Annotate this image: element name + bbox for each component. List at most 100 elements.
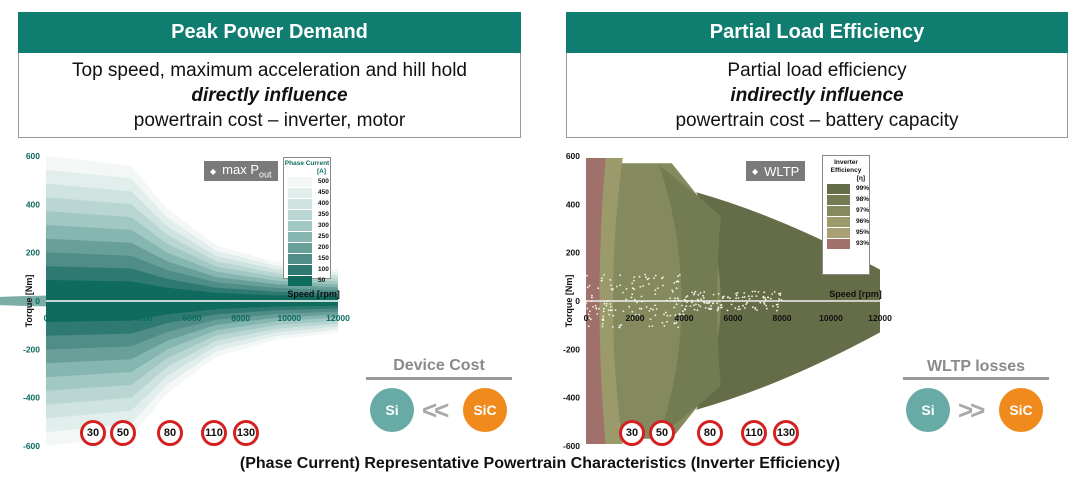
wltp-point	[763, 303, 766, 305]
wltp-point	[678, 274, 681, 276]
y-tick-label: 200	[26, 248, 40, 258]
efficiency-legend: Inverter Efficiency [η] 99%98%97%96%95%9…	[822, 155, 870, 275]
wltp-point	[699, 305, 702, 308]
wltp-point	[745, 303, 747, 305]
wltp-point	[631, 293, 634, 296]
wltp-point	[602, 315, 605, 318]
wltp-point	[654, 289, 657, 292]
sic-chip: SiC	[463, 388, 507, 432]
wltp-point	[697, 294, 700, 296]
wltp-point	[722, 296, 724, 298]
left-description-line2: directly influence	[191, 84, 348, 106]
wltp-point	[622, 310, 625, 313]
wltp-point	[654, 293, 657, 295]
wltp-point	[631, 287, 634, 290]
legend-swatch	[288, 275, 312, 286]
wltp-point	[765, 304, 767, 307]
wltp-point	[762, 296, 765, 299]
wltp-point	[699, 292, 702, 294]
x-tick-label: 10000	[278, 313, 302, 323]
wltp-point	[610, 305, 612, 308]
wltp-point	[596, 313, 599, 315]
wltp-point	[616, 285, 618, 288]
wltp-point	[755, 295, 758, 297]
wltp-point	[779, 294, 781, 297]
wltp-point	[594, 304, 597, 307]
legend-swatch	[827, 194, 850, 205]
legend-value: 93%	[855, 240, 869, 247]
wltp-point	[585, 274, 588, 277]
legend-swatch	[827, 227, 850, 238]
legend-value: 96%	[855, 218, 869, 225]
wltp-point	[734, 307, 737, 309]
x-axis-label: Speed [rpm]	[829, 289, 882, 299]
left-panel-description: Top speed, maximum acceleration and hill…	[18, 53, 521, 138]
legend-item: 250	[284, 231, 330, 242]
wltp-point	[756, 309, 758, 311]
x-axis-label: Speed [rpm]	[287, 289, 340, 299]
wltp-point	[603, 307, 605, 310]
wltp-point	[754, 290, 756, 293]
wltp-point	[759, 301, 762, 304]
wltp-point	[603, 302, 606, 305]
wltp-point	[586, 307, 589, 310]
wltp-point	[663, 325, 666, 327]
wltp-point	[638, 314, 640, 316]
y-tick-label: 400	[566, 199, 580, 209]
wltp-point	[590, 318, 592, 321]
wltp-point	[654, 314, 657, 317]
wltp-point	[675, 321, 678, 324]
legend-value: 100	[318, 266, 329, 273]
wltp-point	[669, 297, 672, 300]
left-description-line3: powertrain cost – inverter, motor	[133, 109, 406, 131]
wltp-point	[661, 321, 664, 324]
y-tick-label: 400	[26, 199, 40, 209]
legend-value: 450	[318, 189, 329, 196]
max-power-label: max Pout	[222, 162, 272, 180]
wltp-point	[770, 297, 772, 300]
legend-value: 400	[318, 200, 329, 207]
wltp-point	[649, 318, 652, 320]
wltp-point	[601, 277, 603, 280]
wltp-point	[609, 278, 612, 281]
wltp-point	[622, 291, 624, 294]
wltp-point	[609, 303, 612, 305]
wltp-point	[686, 295, 689, 297]
x-tick-label: 4000	[134, 313, 153, 323]
wltp-point	[652, 308, 654, 311]
wltp-point	[697, 304, 700, 306]
wltp-point	[625, 288, 628, 290]
wltp-tag: ◆ WLTP	[746, 161, 806, 181]
wltp-point	[742, 304, 744, 307]
wltp-point	[717, 306, 720, 309]
wltp-point	[729, 297, 731, 300]
legend-swatch	[827, 205, 850, 216]
legend-value: 150	[318, 255, 329, 262]
wltp-point	[633, 279, 635, 282]
wltp-point	[600, 279, 603, 282]
wltp-point	[676, 297, 679, 300]
wltp-point	[736, 291, 739, 294]
wltp-point	[721, 306, 723, 309]
wltp-point	[677, 326, 679, 329]
wltp-point	[689, 305, 692, 307]
wltp-point	[618, 326, 621, 329]
x-tick-label: 0	[584, 313, 589, 323]
wltp-point	[716, 309, 719, 312]
wltp-point	[619, 324, 621, 327]
y-tick-label: -200	[563, 344, 580, 354]
legend-item: 99%	[823, 183, 869, 194]
wltp-point	[693, 293, 695, 296]
wltp-point	[638, 275, 641, 278]
speed-limit-sign: 80	[157, 420, 183, 446]
legend-swatch	[288, 264, 312, 275]
legend-value: 99%	[855, 185, 869, 192]
wltp-point	[705, 302, 708, 304]
wltp-point	[691, 291, 693, 294]
wltp-losses-title: WLTP losses	[926, 358, 1026, 375]
wltp-point	[631, 317, 633, 320]
legend-swatch	[288, 231, 312, 242]
x-tick-label: 8000	[773, 313, 792, 323]
wltp-point	[712, 302, 715, 304]
